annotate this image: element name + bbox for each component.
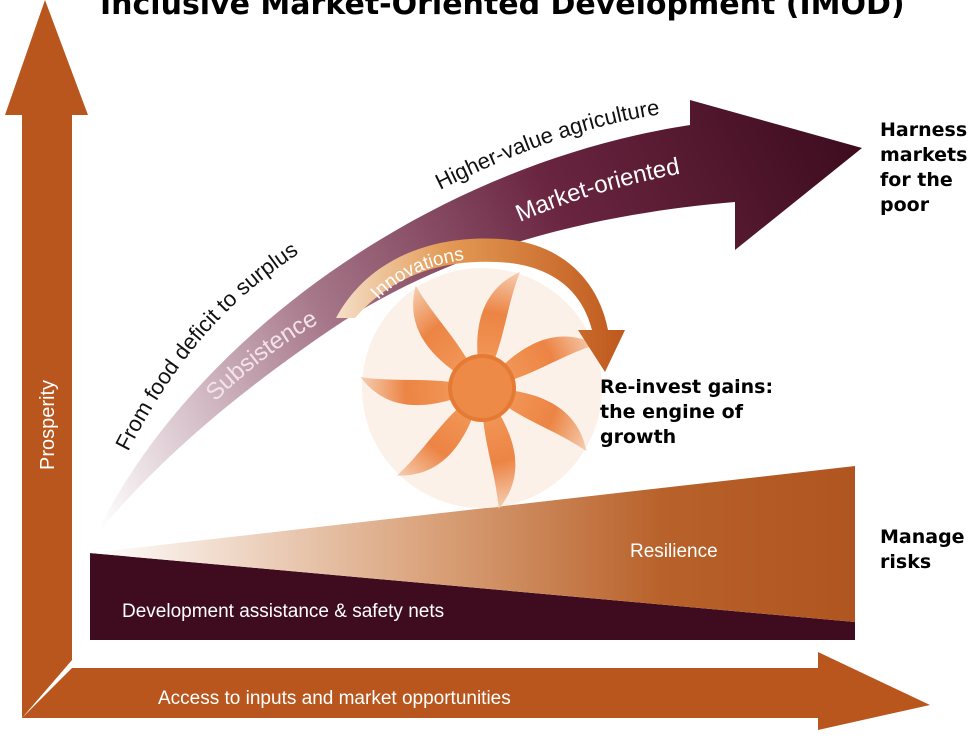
markets-label-line: for the <box>880 169 953 191</box>
engine-caption-line: Re-invest gains: <box>600 376 774 398</box>
x-axis-arrow <box>22 652 930 730</box>
markets-label-line: markets <box>880 144 968 166</box>
main-growth-arrow <box>96 100 862 535</box>
engine-caption: Re-invest gains: the engine of growth <box>600 375 773 450</box>
resilience-label: Resilience <box>630 541 718 562</box>
engine-caption-line: the engine of <box>600 401 743 423</box>
risks-label: Manage risks <box>880 525 965 575</box>
fan-icon <box>360 268 602 509</box>
diagram-title: Inclusive Market-Oriented Development (I… <box>100 0 905 22</box>
risks-label-line: risks <box>880 551 932 573</box>
resilience-wedge <box>90 466 855 622</box>
markets-label: Harness markets for the poor <box>880 118 967 218</box>
markets-label-line: Harness <box>880 119 968 141</box>
y-axis-label: Prosperity <box>37 380 59 470</box>
risks-label-line: Manage <box>880 526 965 548</box>
safety-nets-wedge <box>90 553 855 640</box>
innovations-arrow <box>336 238 625 372</box>
markets-label-line: poor <box>880 194 930 216</box>
engine-caption-line: growth <box>600 426 677 448</box>
x-axis-label: Access to inputs and market opportunitie… <box>158 688 511 709</box>
safety-nets-label: Development assistance & safety nets <box>122 601 444 622</box>
y-axis-arrow <box>5 0 88 718</box>
